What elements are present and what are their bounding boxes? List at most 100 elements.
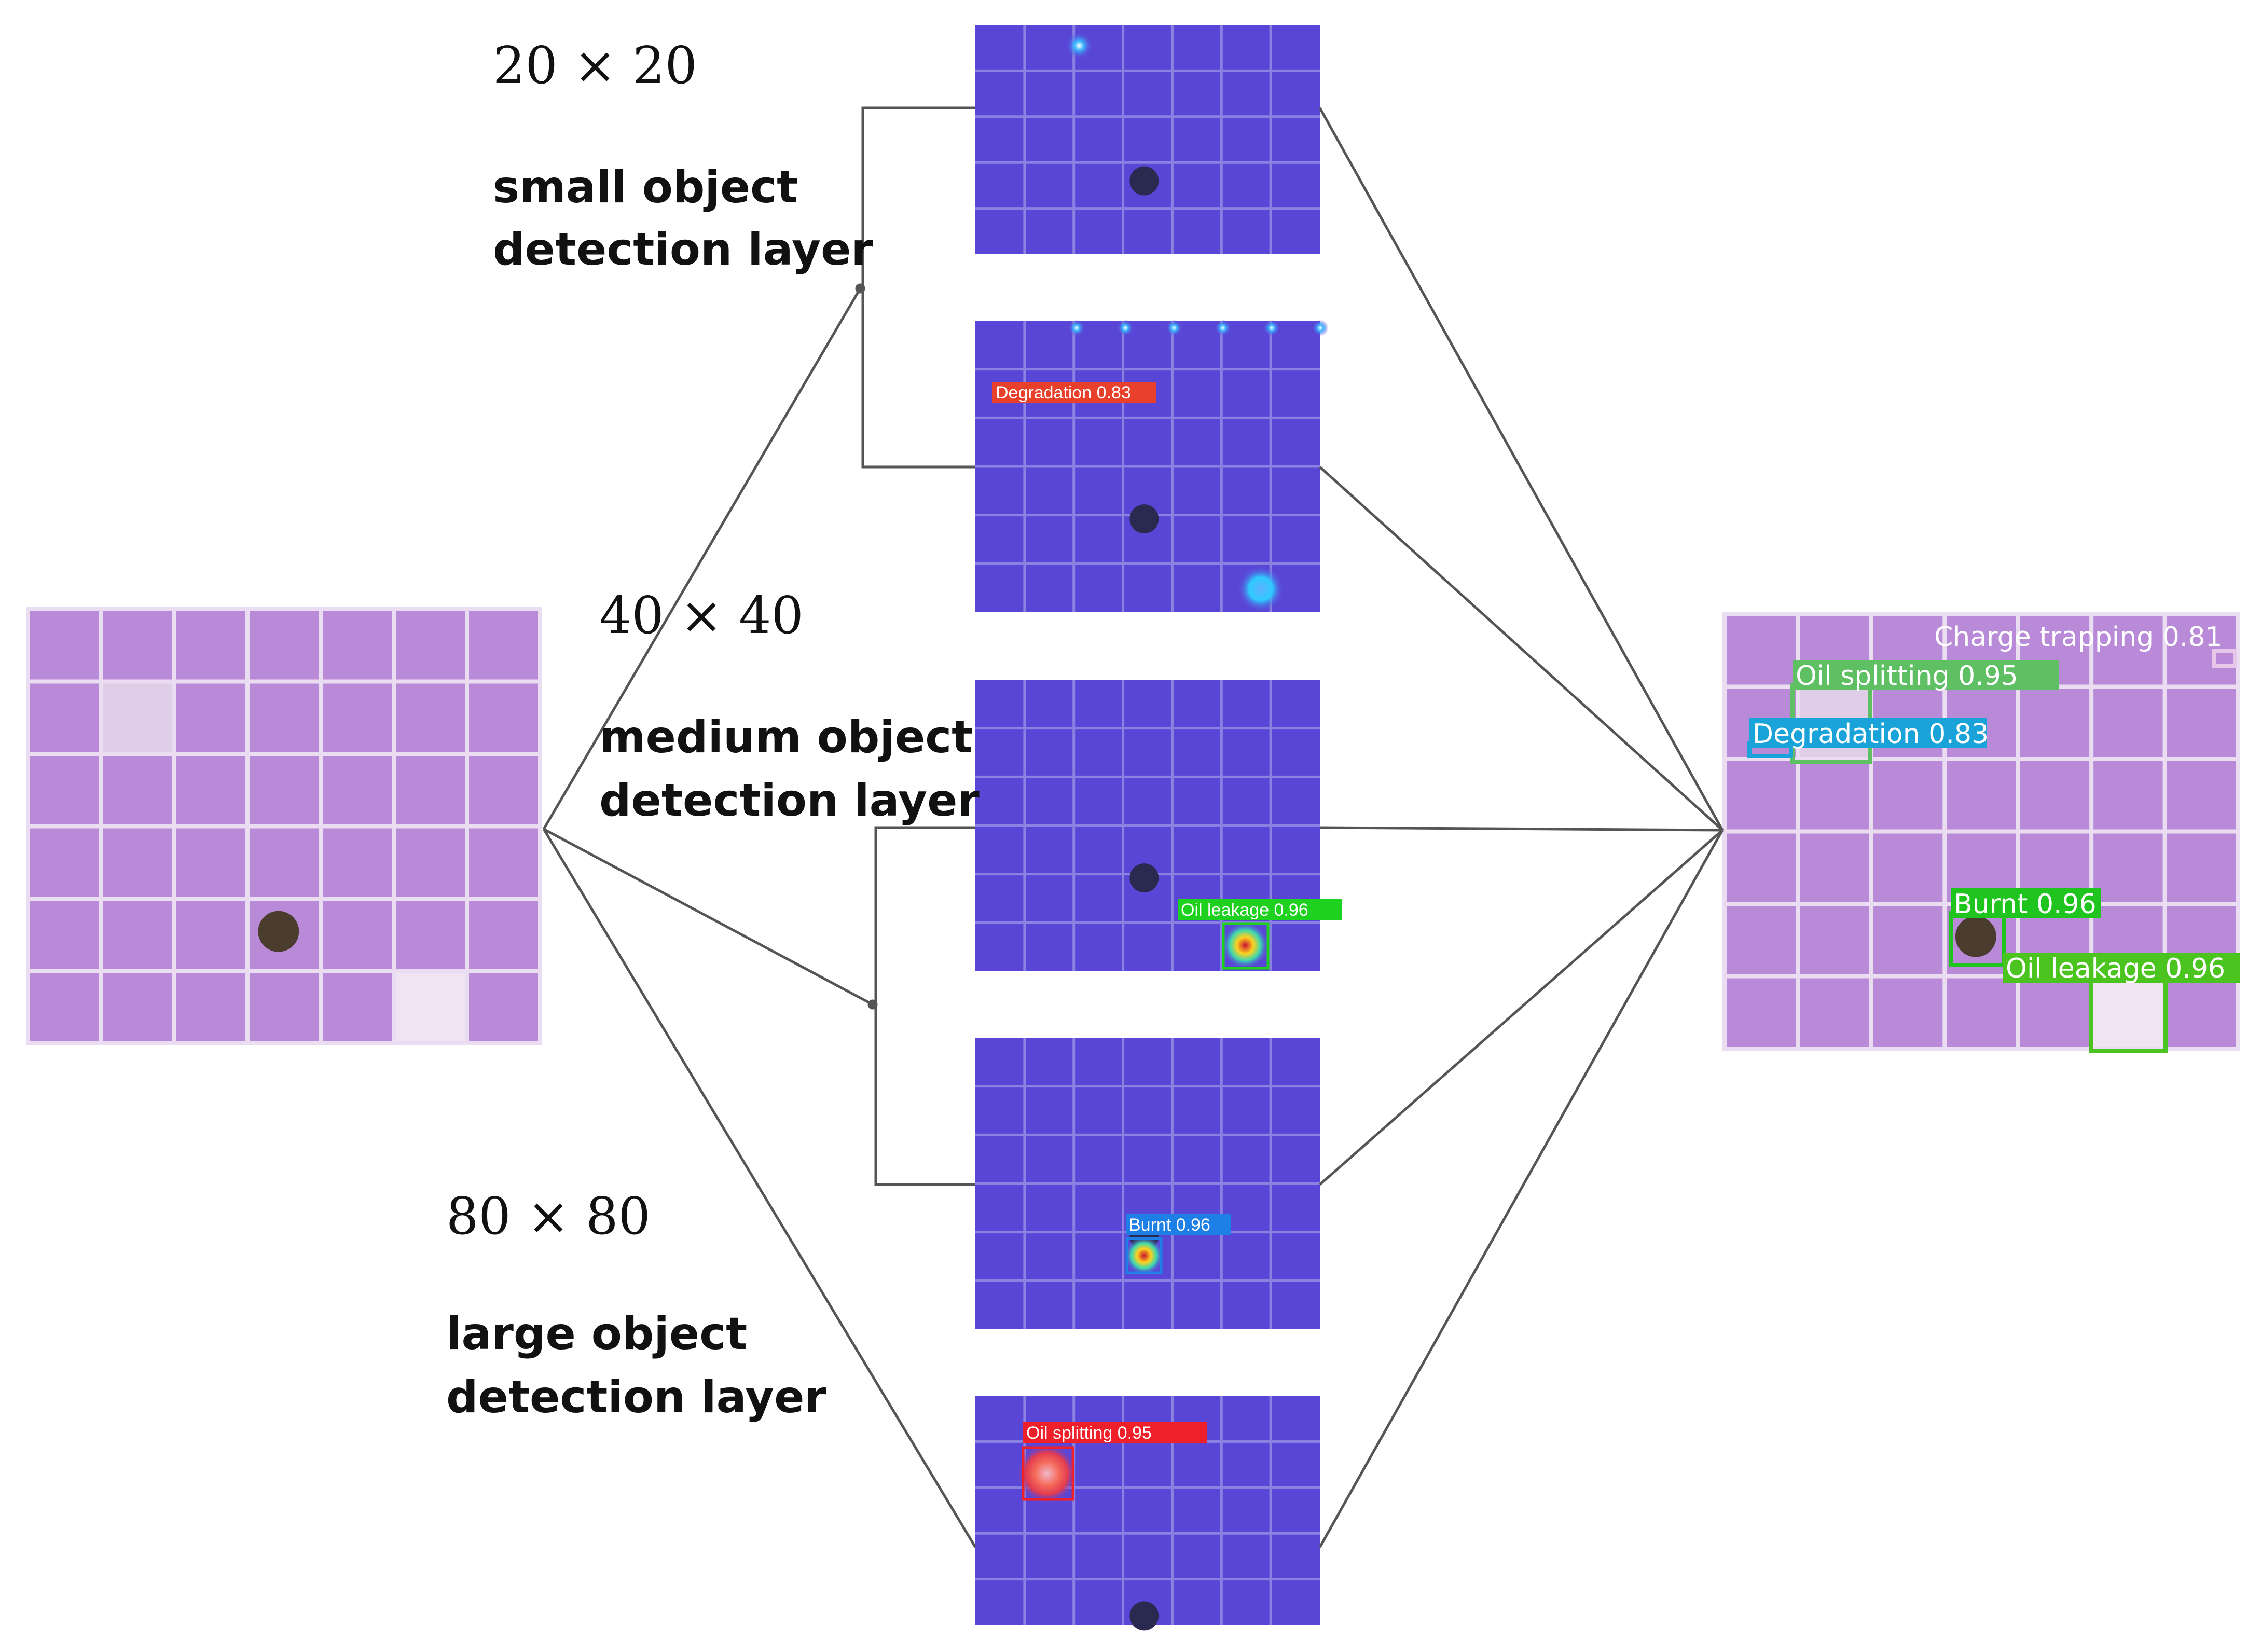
connector-input-to-small — [542, 287, 862, 830]
detection-box — [1022, 1446, 1074, 1501]
detection-box — [2212, 649, 2237, 668]
heatmap-burnt-spot — [1129, 504, 1159, 534]
tile — [2167, 833, 2236, 902]
hotspot — [1017, 1443, 1077, 1504]
tile — [2020, 978, 2090, 1047]
small-bracket — [861, 106, 975, 469]
tile — [176, 828, 245, 897]
tile — [103, 611, 172, 680]
connector-heat3-to-output — [1319, 826, 1723, 832]
heatmap-2: Degradation 0.83 — [975, 320, 1329, 612]
tile — [469, 828, 538, 897]
tile — [323, 973, 392, 1041]
tile — [2020, 689, 2090, 757]
detection-label: Degradation 0.83 — [1753, 719, 1989, 750]
tile — [469, 756, 538, 824]
heatmap-label: Oil splitting 0.95 — [1026, 1423, 1152, 1443]
medium-layer-title-line2: detection layer — [599, 775, 980, 827]
detection-label-bg — [1793, 660, 2059, 690]
tile — [396, 828, 465, 897]
tile — [250, 973, 319, 1041]
tile — [323, 611, 392, 680]
tile — [323, 828, 392, 897]
heatmap-label-bg — [1126, 1214, 1231, 1235]
tile — [1947, 761, 2016, 830]
medium-layer-title-line1: medium object — [599, 711, 973, 763]
tile — [103, 973, 172, 1041]
heatmap-burnt-spot — [1129, 1601, 1159, 1631]
tile — [2093, 616, 2163, 685]
tile — [2093, 833, 2163, 902]
tile — [176, 973, 245, 1041]
tile — [30, 901, 99, 969]
detection-label-bg — [2003, 953, 2240, 983]
detection-box — [1125, 1237, 1163, 1274]
hotspot — [1263, 320, 1280, 336]
heatmap-label-bg — [1023, 1422, 1207, 1443]
tile — [176, 756, 245, 824]
large-layer-grid-size: 80 × 80 — [446, 1187, 651, 1246]
input-image — [26, 607, 542, 1045]
tile — [469, 973, 538, 1041]
tile-image-bg — [26, 607, 542, 1045]
tile — [1800, 833, 1869, 902]
tile — [2167, 761, 2236, 830]
heatmap-label: Degradation 0.83 — [996, 383, 1131, 403]
heatmap-burnt-spot — [1129, 166, 1159, 196]
tile — [30, 973, 99, 1041]
tile — [176, 611, 245, 680]
heatmap-label: Burnt 0.96 — [1129, 1215, 1210, 1235]
medium-layer-grid-size: 40 × 40 — [599, 586, 804, 645]
detection-5: Oil leakage 0.96 — [2003, 953, 2240, 1053]
tile — [396, 683, 465, 752]
connector-lines — [542, 106, 1724, 1548]
tile — [250, 611, 319, 680]
tile — [469, 611, 538, 680]
tile — [103, 901, 172, 969]
heatmap-label-bg — [1178, 899, 1342, 920]
hotspot — [1124, 1236, 1164, 1275]
tile — [30, 756, 99, 824]
connector-heat5-to-output — [1318, 829, 1724, 1548]
tile — [469, 901, 538, 969]
tile — [1947, 978, 2016, 1047]
detection-1: Charge trapping 0.81 — [1934, 622, 2237, 668]
tile — [1873, 761, 1943, 830]
connector-input-to-medium — [543, 828, 874, 1006]
connector-input-to-large — [542, 828, 977, 1548]
detection-4: Burnt 0.96 — [1949, 888, 2101, 967]
connector-heat1-to-output — [1318, 107, 1724, 831]
hotspot — [1117, 320, 1134, 336]
connector-heat2-to-output — [1319, 466, 1724, 831]
tile — [396, 973, 465, 1041]
medium-bracket — [874, 826, 975, 1186]
hotspot — [1221, 921, 1269, 969]
tile — [469, 683, 538, 752]
hotspot — [1215, 320, 1231, 336]
connector-heat4-to-output — [1319, 829, 1724, 1186]
tile — [250, 683, 319, 752]
heatmap-1 — [975, 25, 1320, 254]
tile — [1800, 978, 1869, 1047]
junction-small — [855, 283, 865, 294]
detection-box — [1222, 922, 1270, 970]
detection-2: Oil splitting 0.95 — [1790, 660, 2059, 764]
tile — [2093, 761, 2163, 830]
tile — [1727, 761, 1796, 830]
heatmap-bg — [975, 25, 1320, 254]
junction-medium — [867, 999, 878, 1010]
tile — [323, 901, 392, 969]
hotspot — [1166, 320, 1182, 336]
burnt-spot — [258, 911, 299, 952]
tile — [1727, 978, 1796, 1047]
heatmap-label: Oil leakage 0.96 — [1181, 900, 1308, 920]
tile — [1727, 833, 1796, 902]
tile — [103, 756, 172, 824]
small-layer-title-line1: small object — [493, 161, 798, 213]
heatmap-3: Oil leakage 0.96 — [975, 680, 1342, 971]
tile — [1800, 761, 1869, 830]
tile — [30, 683, 99, 752]
tile — [250, 828, 319, 897]
tile — [103, 828, 172, 897]
